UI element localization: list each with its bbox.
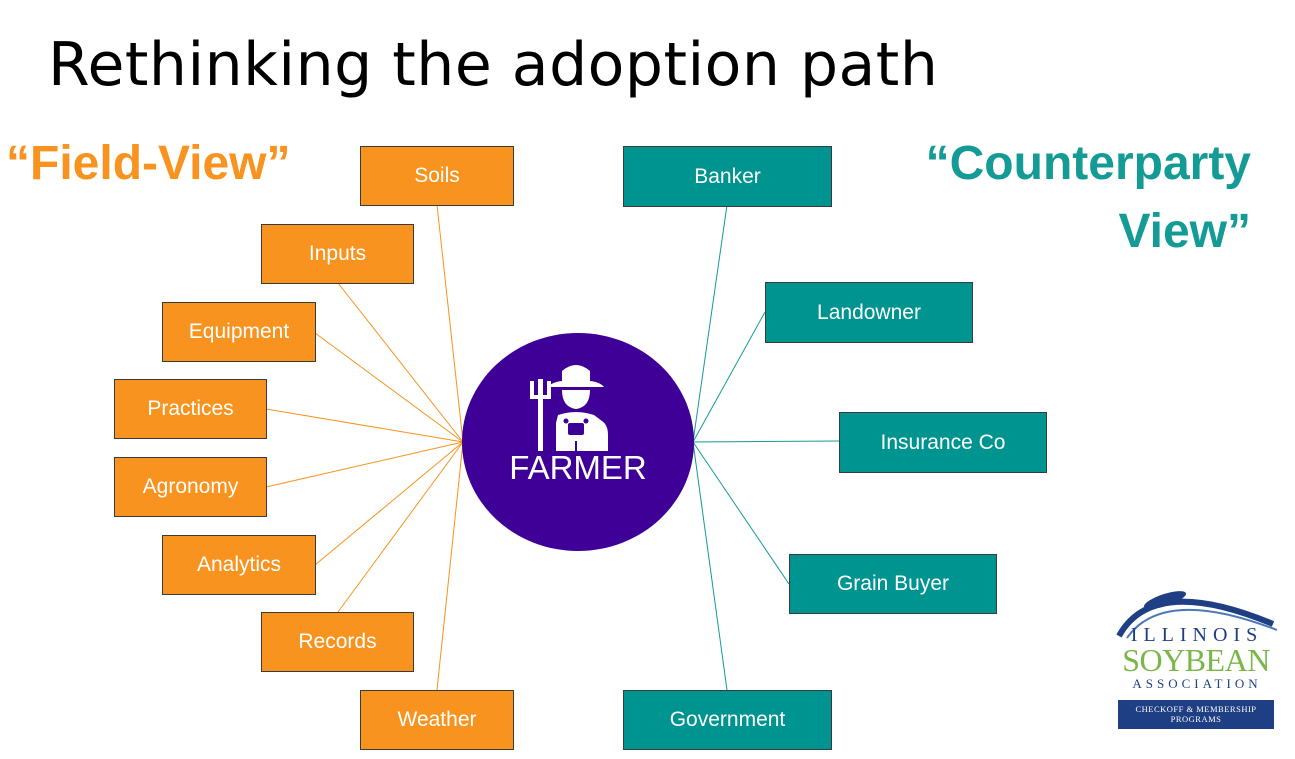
connector-landowner	[692, 311, 766, 443]
farmer-node: FARMER	[462, 333, 694, 551]
field-view-connectors	[265, 204, 464, 691]
node-practices: Practices	[114, 379, 267, 439]
connector-soils	[436, 204, 464, 443]
connector-records	[337, 441, 464, 613]
node-weather: Weather	[360, 690, 514, 750]
node-banker: Banker	[623, 146, 832, 207]
connector-equipment	[314, 332, 464, 443]
node-records: Records	[261, 612, 414, 672]
counterparty-view-label-line2: View”	[1118, 205, 1251, 258]
farmer-with-pitchfork-icon	[530, 365, 608, 451]
logo-illinois-text: ILLINOIS	[1130, 624, 1264, 646]
connector-analytics	[314, 441, 464, 566]
counterparty-view-label: “Counterparty View”	[926, 130, 1251, 266]
node-agronomy: Agronomy	[114, 457, 267, 517]
connector-banker	[692, 204, 728, 443]
counterparty-view-label-line1: “Counterparty	[925, 137, 1251, 190]
node-government: Government	[623, 690, 832, 750]
logo-checkoff-line1: CHECKOFF & MEMBERSHIP	[1135, 704, 1257, 714]
connector-agronomy	[265, 441, 464, 488]
logo-checkoff-box: CHECKOFF & MEMBERSHIP PROGRAMS	[1118, 700, 1274, 729]
logo-checkoff-line2: PROGRAMS	[1170, 714, 1222, 724]
node-soils: Soils	[360, 146, 514, 206]
node-landowner: Landowner	[765, 282, 973, 343]
field-view-label: “Field-View”	[6, 137, 291, 190]
slide-title: Rethinking the adoption path	[48, 30, 939, 100]
connector-grain-buyer	[692, 441, 790, 585]
node-grain-buyer: Grain Buyer	[789, 554, 997, 614]
connector-practices	[265, 408, 464, 443]
node-equipment: Equipment	[162, 302, 316, 362]
node-inputs: Inputs	[261, 224, 414, 284]
connector-weather	[436, 441, 464, 691]
farmer-label: FARMER	[509, 449, 647, 486]
counterparty-view-connectors	[692, 204, 840, 691]
illinois-soybean-association-logo: ILLINOIS SOYBEAN ASSOCIATION CHECKOFF & …	[1113, 580, 1283, 735]
logo-association-text: ASSOCIATION	[1132, 676, 1262, 691]
node-analytics: Analytics	[162, 535, 316, 595]
connector-government	[692, 441, 728, 691]
logo-arc-icon	[1116, 591, 1278, 639]
connector-inputs	[337, 282, 464, 443]
connector-insurance	[692, 440, 840, 443]
node-insurance-co: Insurance Co	[839, 412, 1047, 473]
logo-soybean-text: SOYBEAN	[1122, 642, 1270, 678]
